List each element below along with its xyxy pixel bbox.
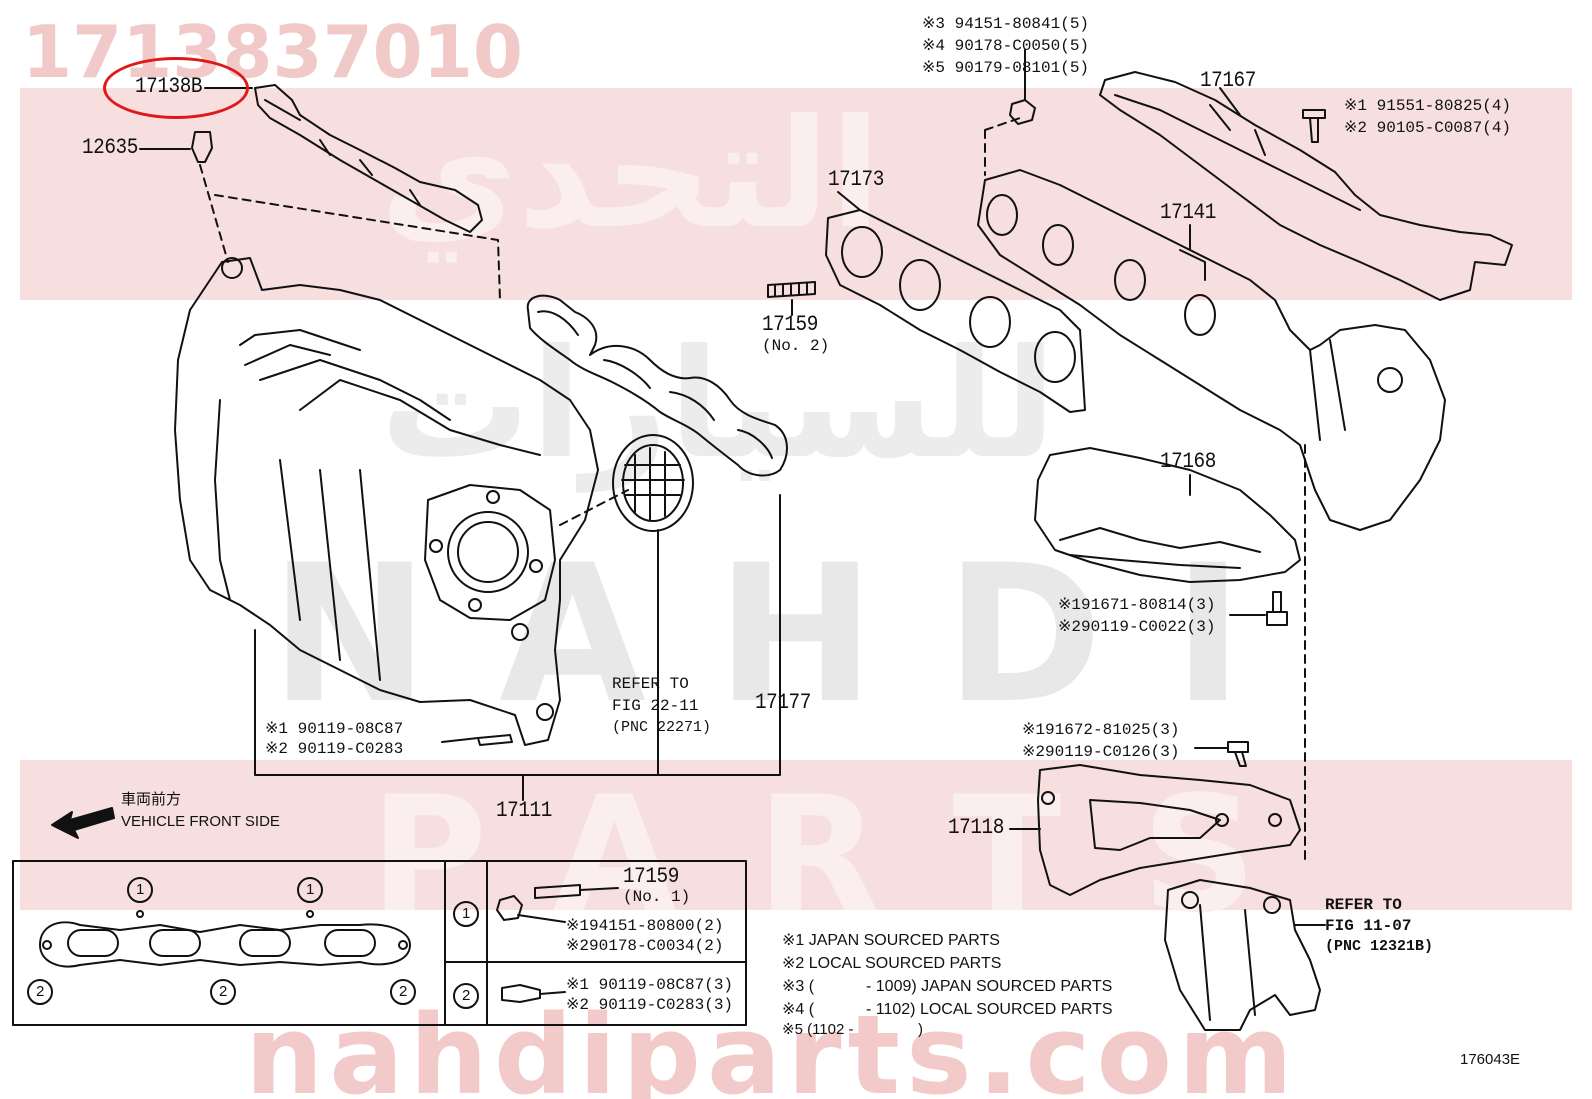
manifold-nut (1009, 99, 1036, 125)
exhaust-manifold-17141 (977, 169, 1446, 531)
refer-11-line1: REFER TO (1325, 896, 1402, 914)
table-gasket-mark-2c: 2 (399, 983, 408, 1000)
callout-17118[interactable]: 17118 (948, 815, 1004, 840)
bolt-17168-note-2: ※290119-C0022(3) (1058, 618, 1216, 636)
figure-id: 176043E (1460, 1051, 1521, 1068)
stud-12635 (191, 131, 213, 163)
callout-17173[interactable]: 17173 (828, 167, 884, 192)
bolt-17167-note-2: ※2 90105-C0087(4) (1344, 119, 1512, 137)
bracket-17138b (254, 84, 483, 233)
intake-gasket-17177 (526, 294, 788, 477)
table-row2-line2: ※2 90119-C0283(3) (566, 996, 734, 1014)
bolt-17118-note-1: ※191672-81025(3) (1022, 721, 1180, 739)
refer-11-line2: FIG 11-07 (1325, 917, 1412, 935)
stay-17118 (1037, 764, 1301, 896)
refer-22-line2: FIG 22-11 (612, 697, 699, 715)
table-row1-line1: ※194151-80800(2) (566, 917, 724, 935)
watermark-band-bottom (20, 760, 1572, 910)
callout-17177[interactable]: 17177 (755, 690, 811, 715)
watermark-site: nahdiparts.com (245, 991, 1299, 1099)
callout-17159[interactable]: 17159 (762, 312, 818, 337)
bolt-manifold-note-2: ※2 90119-C0283 (265, 740, 404, 758)
refer-22-line3: (PNC 22271) (612, 719, 712, 736)
bolt-17118 (1227, 741, 1249, 767)
legend-3a: ※3 ( (782, 978, 815, 995)
front-label-jp: 車両前方 (121, 791, 182, 808)
legend-2: ※2 LOCAL SOURCED PARTS (782, 955, 1002, 972)
throttle-body-flange (424, 484, 556, 621)
callout-17141[interactable]: 17141 (1160, 200, 1216, 225)
highlight-ring (103, 57, 249, 119)
front-arrow (51, 807, 115, 839)
table-row1-line2: ※290178-C0034(2) (566, 937, 724, 955)
front-label-en: VEHICLE FRONT SIDE (121, 813, 280, 830)
legend-1: ※1 JAPAN SOURCED PARTS (782, 932, 1000, 949)
bolt-17167 (1302, 109, 1326, 143)
legend-4b: - 1102) LOCAL SOURCED PARTS (866, 1001, 1113, 1018)
callout-17168[interactable]: 17168 (1160, 449, 1216, 474)
callout-17159-note: (No. 2) (762, 337, 830, 355)
gasket-17173-inset (39, 921, 411, 968)
table-row2-symbol: 2 (462, 987, 471, 1004)
table-gasket-mark-2a: 2 (36, 983, 45, 1000)
callout-17167[interactable]: 17167 (1200, 68, 1256, 93)
callout-12635[interactable]: 12635 (82, 135, 138, 160)
bolt-manifold-note-1: ※1 90119-08C87 (265, 720, 404, 738)
table-gasket-mark-1a: 1 (136, 881, 145, 898)
stud-17159 (767, 281, 816, 298)
exhaust-gasket-17173 (825, 209, 1086, 413)
lower-bracket (1164, 879, 1321, 1031)
heat-insulator-17167 (1099, 71, 1513, 301)
legend-5b: ) (918, 1021, 923, 1038)
bolt-17118-note-2: ※290119-C0126(3) (1022, 743, 1180, 761)
bolt-17167-note-1: ※1 91551-80825(4) (1344, 97, 1512, 115)
watermark-arabic-top: التحدي (380, 88, 882, 262)
nut-note-1: ※3 94151-80841(5) (922, 15, 1090, 33)
nut-note-2: ※4 90178-C0050(5) (922, 37, 1090, 55)
callout-17138b[interactable]: 17138B (135, 74, 203, 99)
throttle-gasket (612, 434, 694, 532)
refer-22-line1: REFER TO (612, 675, 689, 693)
table-gasket-mark-1b: 1 (306, 881, 315, 898)
table-row2-line1: ※1 90119-08C87(3) (566, 976, 734, 994)
parts-table-frame (12, 860, 747, 1026)
table-part-note: (No. 1) (623, 888, 691, 906)
table-row1-symbol: 1 (462, 905, 471, 922)
heat-insulator-17168 (1034, 447, 1301, 583)
intake-manifold (174, 257, 599, 746)
watermark-part-number: 1713837010 (22, 10, 523, 94)
callout-17111[interactable]: 17111 (496, 798, 552, 823)
bolt-17168-note-1: ※191671-80814(3) (1058, 596, 1216, 614)
legend-3b: - 1009) JAPAN SOURCED PARTS (866, 978, 1113, 995)
legend-4a: ※4 ( (782, 1001, 815, 1018)
refer-11-line3: (PNC 12321B) (1325, 938, 1434, 955)
table-part-17159[interactable]: 17159 (623, 864, 679, 889)
nut-note-3: ※5 90179-08101(5) (922, 59, 1090, 77)
table-gasket-mark-2b: 2 (219, 983, 228, 1000)
legend-5a: ※5 (1102 - (782, 1021, 854, 1038)
watermark-latin-mid: NAHDI (270, 524, 1314, 745)
watermark-arabic-mid: للسيارات (380, 318, 1057, 492)
bolt-17168 (1266, 591, 1288, 626)
